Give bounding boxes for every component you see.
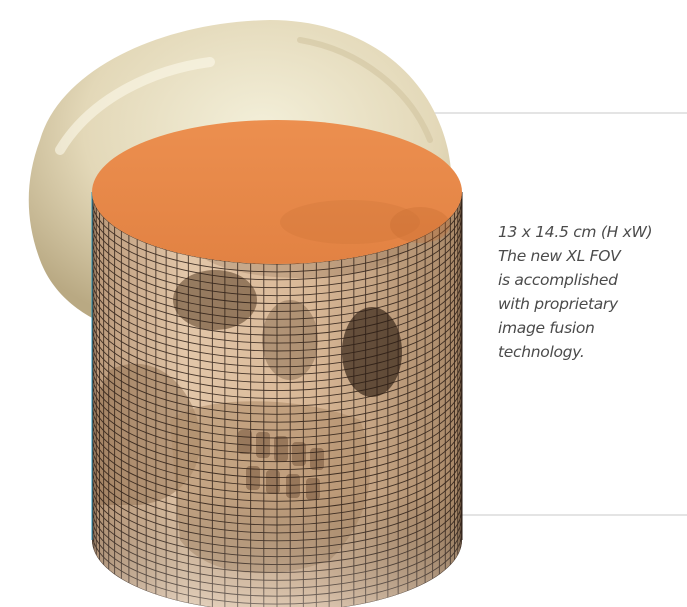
caption-line-2: The new XL FOV [498, 244, 687, 268]
caption-line-6: technology. [498, 340, 687, 364]
caption-line-4: with proprietary [498, 292, 687, 316]
caption-line-3: is accomplished [498, 268, 687, 292]
fov-caption: 13 x 14.5 cm (H xW) The new XL FOV is ac… [498, 220, 687, 364]
fov-cylinder-top [92, 120, 462, 264]
caption-line-5: image fusion [498, 316, 687, 340]
caption-line-dimensions: 13 x 14.5 cm (H xW) [498, 220, 687, 244]
